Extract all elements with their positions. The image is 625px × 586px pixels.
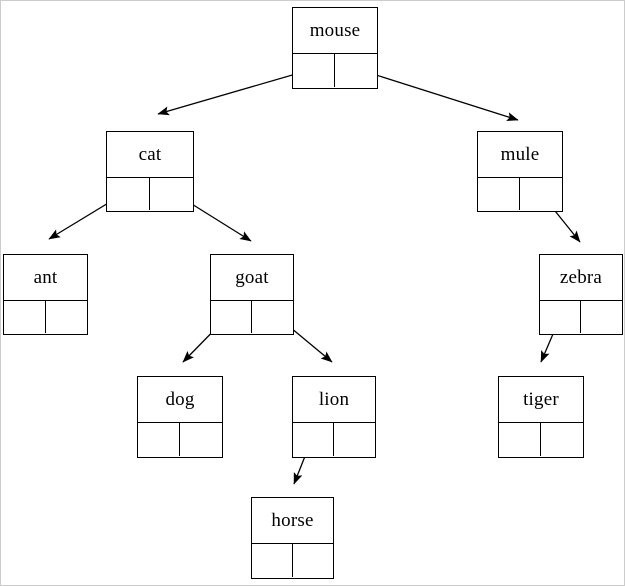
left-pointer-cell-tiger (499, 423, 541, 456)
right-pointer-cell-mouse (335, 54, 377, 87)
tree-node-label-goat: goat (211, 255, 293, 301)
right-pointer-cell-mule (520, 178, 562, 210)
tree-node-label-dog: dog (138, 377, 222, 423)
tree-node-label-tiger: tiger (499, 377, 583, 423)
right-pointer-cell-goat (252, 301, 293, 333)
tree-node-mule: mule (477, 131, 563, 212)
left-pointer-cell-cat (107, 178, 150, 210)
tree-node-label-mouse: mouse (293, 8, 377, 54)
pointer-row-cat (107, 178, 193, 210)
pointer-row-zebra (540, 301, 622, 333)
pointer-row-goat (211, 301, 293, 333)
tree-node-ant: ant (3, 254, 88, 335)
pointer-row-tiger (499, 423, 583, 456)
tree-node-label-cat: cat (107, 132, 193, 178)
left-pointer-cell-ant (4, 301, 46, 333)
right-pointer-cell-horse (293, 544, 334, 577)
tree-node-label-mule: mule (478, 132, 562, 178)
pointer-row-mouse (293, 54, 377, 87)
left-pointer-cell-zebra (540, 301, 581, 333)
tree-node-dog: dog (137, 376, 223, 458)
left-pointer-cell-horse (252, 544, 293, 577)
tree-node-lion: lion (292, 376, 376, 458)
right-pointer-cell-ant (46, 301, 88, 333)
pointer-row-mule (478, 178, 562, 210)
tree-node-label-horse: horse (252, 498, 333, 544)
tree-node-label-zebra: zebra (540, 255, 622, 301)
pointer-row-lion (293, 423, 375, 456)
left-pointer-cell-mouse (293, 54, 335, 87)
tree-node-zebra: zebra (539, 254, 623, 335)
tree-node-tiger: tiger (498, 376, 584, 458)
tree-node-horse: horse (251, 497, 334, 579)
tree-node-label-lion: lion (293, 377, 375, 423)
right-pointer-cell-zebra (581, 301, 622, 333)
right-pointer-cell-tiger (541, 423, 583, 456)
left-pointer-cell-lion (293, 423, 334, 456)
edge-mouse-to-mule (353, 67, 519, 121)
right-pointer-cell-lion (334, 423, 375, 456)
pointer-row-ant (4, 301, 87, 333)
right-pointer-cell-cat (150, 178, 193, 210)
tree-node-mouse: mouse (292, 7, 378, 89)
right-pointer-cell-dog (180, 423, 222, 456)
tree-node-label-ant: ant (4, 255, 87, 301)
pointer-row-horse (252, 544, 333, 577)
pointer-row-dog (138, 423, 222, 456)
left-pointer-cell-dog (138, 423, 180, 456)
left-pointer-cell-mule (478, 178, 520, 210)
edge-mouse-to-cat (157, 68, 314, 116)
left-pointer-cell-goat (211, 301, 252, 333)
tree-node-goat: goat (210, 254, 294, 335)
tree-node-cat: cat (106, 131, 194, 212)
